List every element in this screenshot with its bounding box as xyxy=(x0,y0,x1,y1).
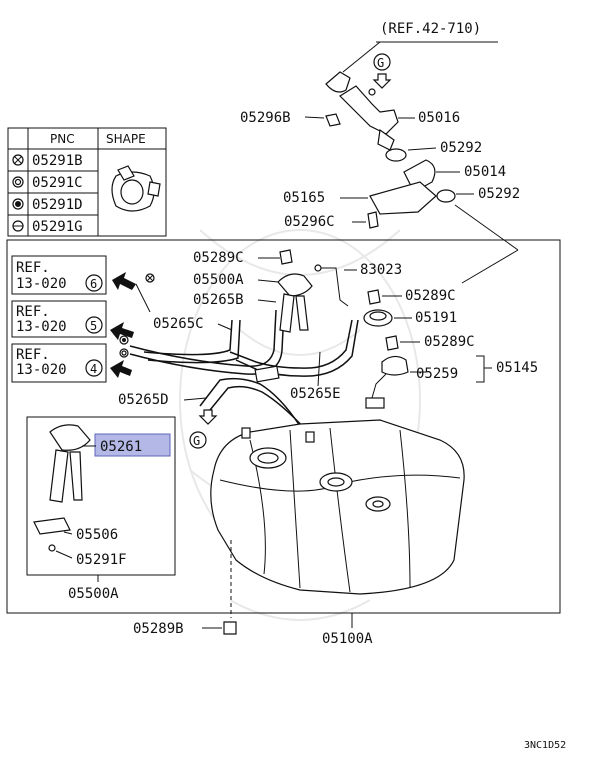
svg-text:6: 6 xyxy=(90,277,97,291)
fuel-pump-inset xyxy=(33,424,91,552)
label-05289C-mid[interactable]: 05289C xyxy=(405,288,456,304)
label-05016[interactable]: 05016 xyxy=(418,110,460,126)
svg-text:13-020: 13-020 xyxy=(16,319,67,335)
symbol-cross-circle-icon xyxy=(12,154,24,166)
figure-code: 3NC1D52 xyxy=(524,740,566,751)
pnc-row-05291G[interactable]: 05291G xyxy=(32,219,83,235)
ref-box-4[interactable]: REF. 13-020 4 xyxy=(11,343,107,383)
inset-pump-box xyxy=(26,416,176,576)
g-marker-lower xyxy=(189,431,207,449)
highlight-05261 xyxy=(94,433,171,457)
pnc-row-05291D[interactable]: 05291D xyxy=(32,197,83,213)
main-assembly-frame xyxy=(6,239,561,614)
symbol-double-circle-icon xyxy=(12,176,24,188)
arrow-ref-6-icon xyxy=(112,272,136,290)
label-05265D[interactable]: 05265D xyxy=(118,392,169,408)
fuel-tank-05100A xyxy=(210,419,465,595)
label-05191[interactable]: 05191 xyxy=(415,310,457,326)
label-05265B[interactable]: 05265B xyxy=(193,292,244,308)
pnc-row-05291C[interactable]: 05291C xyxy=(32,175,83,191)
g-marker-top: G xyxy=(372,53,392,89)
ref-top-label[interactable]: (REF.42-710) xyxy=(380,21,481,37)
label-05165[interactable]: 05165 xyxy=(283,190,325,206)
shape-header: SHAPE xyxy=(106,132,146,146)
svg-text:REF.: REF. xyxy=(16,347,50,363)
label-05261[interactable]: 05261 xyxy=(100,439,142,455)
pnc-shape-table: PNC SHAPE 05291B 05291C 05291D 05291G xyxy=(7,127,167,237)
vent-hoses xyxy=(129,309,359,431)
arrow-ref-4-icon xyxy=(110,360,132,378)
label-05292-upper[interactable]: 05292 xyxy=(440,140,482,156)
label-05265E[interactable]: 05265E xyxy=(290,386,341,402)
svg-text:13-020: 13-020 xyxy=(16,362,67,378)
svg-text:REF.: REF. xyxy=(16,260,50,276)
arrow-ref-5-icon xyxy=(110,322,134,340)
label-05259[interactable]: 05259 xyxy=(416,366,458,382)
ref-box-6[interactable]: REF. 13-020 6 xyxy=(11,255,107,295)
symbol-minus-circle-icon xyxy=(12,220,24,232)
svg-text:5: 5 xyxy=(90,319,97,333)
ref-box-5[interactable]: REF. 13-020 5 xyxy=(11,300,107,338)
label-05296C[interactable]: 05296C xyxy=(284,214,335,230)
pnc-row-05291B[interactable]: 05291B xyxy=(32,153,83,169)
label-05500A-inset[interactable]: 05500A xyxy=(68,586,119,602)
filler-neck-assembly xyxy=(325,71,399,151)
fuel-gauge-unit xyxy=(365,355,409,409)
svg-text:G: G xyxy=(193,434,200,448)
pnc-header: PNC xyxy=(50,132,75,146)
label-83023[interactable]: 83023 xyxy=(360,262,402,278)
label-05296B[interactable]: 05296B xyxy=(240,110,291,126)
fuel-pump-module-main xyxy=(277,273,313,333)
symbol-filled-circle-icon xyxy=(12,198,24,210)
label-05100A[interactable]: 05100A xyxy=(322,631,373,647)
label-05289C-top[interactable]: 05289C xyxy=(193,250,244,266)
label-05289C-lower[interactable]: 05289C xyxy=(424,334,475,350)
svg-text:REF.: REF. xyxy=(16,304,50,320)
hose-clamp-shape-icon xyxy=(111,165,161,212)
svg-text:4: 4 xyxy=(90,362,97,376)
label-05292-lower[interactable]: 05292 xyxy=(478,186,520,202)
label-05291F[interactable]: 05291F xyxy=(76,552,127,568)
label-05506[interactable]: 05506 xyxy=(76,527,118,543)
label-05014[interactable]: 05014 xyxy=(464,164,506,180)
label-05265C[interactable]: 05265C xyxy=(153,316,204,332)
svg-text:13-020: 13-020 xyxy=(16,276,67,292)
label-05500A-main[interactable]: 05500A xyxy=(193,272,244,288)
label-05289B[interactable]: 05289B xyxy=(133,621,184,637)
label-05145[interactable]: 05145 xyxy=(496,360,538,376)
svg-text:G: G xyxy=(377,56,384,70)
